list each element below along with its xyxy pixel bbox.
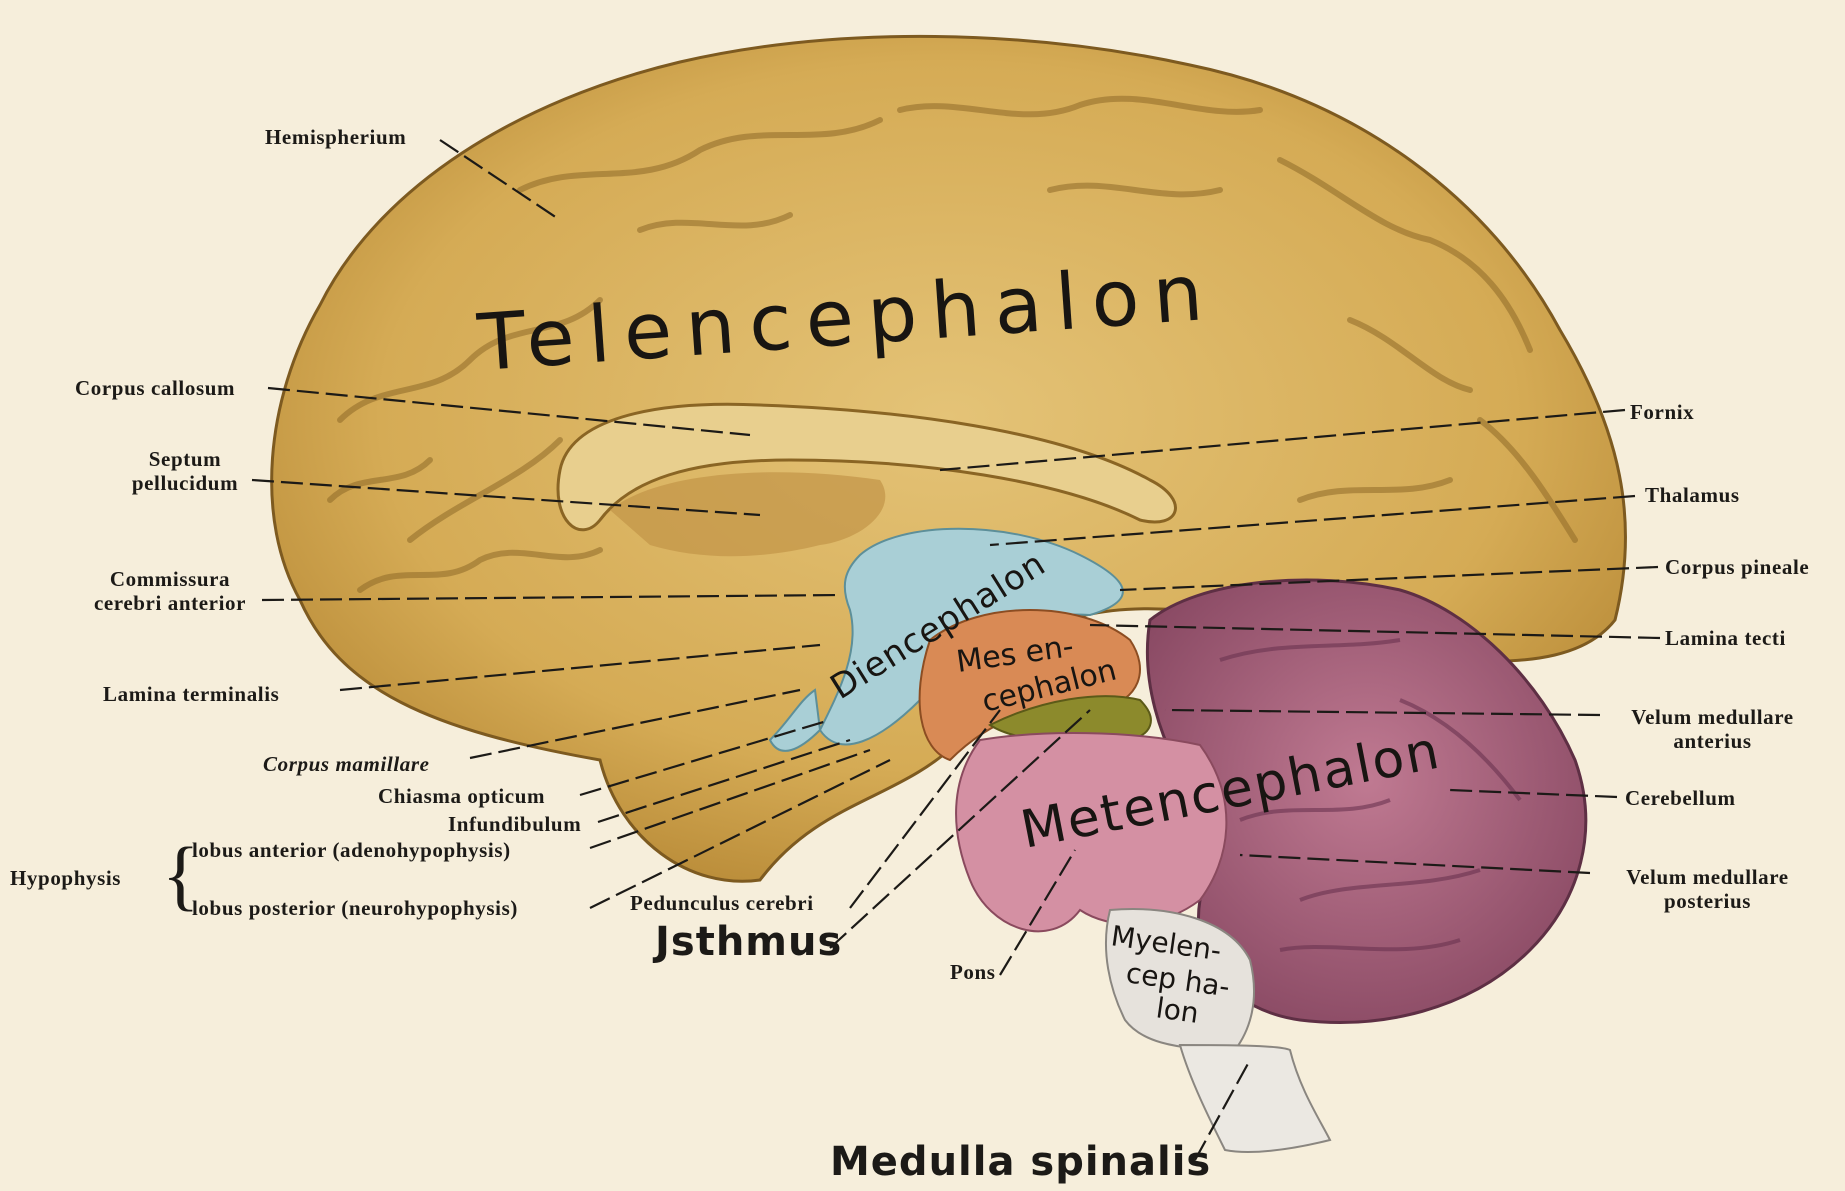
label-velum-medullare-anterius: Velum medullare anterius xyxy=(1600,705,1825,753)
label-velum-anterius-line1: Velum medullare xyxy=(1600,705,1825,729)
label-fornix: Fornix xyxy=(1630,400,1694,424)
label-commissura-line2: cerebri anterior xyxy=(70,591,270,615)
myelencephalon-title-line3: lon xyxy=(1154,991,1201,1030)
label-lamina-tecti: Lamina tecti xyxy=(1665,626,1786,650)
label-velum-anterius-line2: anterius xyxy=(1600,729,1825,753)
label-corpus-mamillare: Corpus mamillare xyxy=(263,752,430,776)
label-isthmus: Jsthmus xyxy=(655,920,842,964)
label-pons: Pons xyxy=(950,960,996,984)
label-medulla-spinalis: Medulla spinalis xyxy=(830,1140,1211,1184)
label-lobus-anterior: lobus anterior (adenohypophysis) xyxy=(192,838,511,862)
label-corpus-callosum: Corpus callosum xyxy=(75,376,235,400)
label-septum-pellucidum: Septum pellucidum xyxy=(110,447,260,495)
label-cerebellum: Cerebellum xyxy=(1625,786,1736,810)
label-lobus-posterior: lobus posterior (neurohypophysis) xyxy=(192,896,518,920)
label-hypophysis: Hypophysis xyxy=(10,866,121,890)
label-lamina-terminalis: Lamina terminalis xyxy=(103,682,279,706)
label-chiasma-opticum: Chiasma opticum xyxy=(378,784,545,808)
label-thalamus: Thalamus xyxy=(1645,483,1740,507)
label-septum-line1: Septum xyxy=(110,447,260,471)
label-velum-posterius-line2: posterius xyxy=(1595,889,1820,913)
label-commissura: Commissura cerebri anterior xyxy=(70,567,270,615)
label-velum-posterius-line1: Velum medullare xyxy=(1595,865,1820,889)
label-corpus-pineale: Corpus pineale xyxy=(1665,555,1809,579)
label-hemispherium: Hemispherium xyxy=(265,125,406,149)
spinal-cord-shape xyxy=(1180,1045,1330,1152)
label-septum-line2: pellucidum xyxy=(110,471,260,495)
label-commissura-line1: Commissura xyxy=(70,567,270,591)
label-pedunculus-cerebri: Pedunculus cerebri xyxy=(630,891,814,915)
label-infundibulum: Infundibulum xyxy=(448,812,581,836)
label-velum-medullare-posterius: Velum medullare posterius xyxy=(1595,865,1820,913)
